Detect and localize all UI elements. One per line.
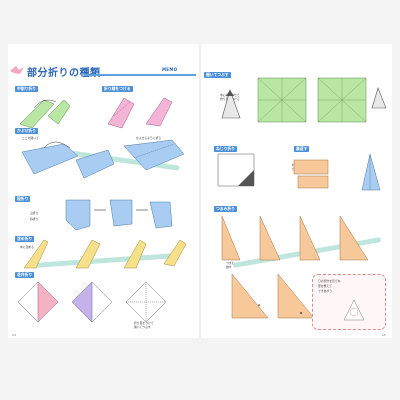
memo-line-2: 形を整えて: [318, 284, 332, 288]
page-title: 部分折りの種類: [27, 68, 101, 79]
fold-diagram-r1: [221, 77, 387, 123]
note-pinch: つまむ: [226, 261, 235, 265]
right-folio: 15: [382, 333, 386, 337]
step-marker-b: B: [300, 311, 303, 315]
fold-diagram-5: [17, 281, 167, 323]
step-marker-a: A: [258, 303, 261, 307]
finished-model-icon: [343, 299, 365, 321]
memo-line-1: 〇の部分を見てね: [318, 279, 341, 283]
pink-paper-crane-icon: [10, 66, 24, 74]
note-mountain-fold: 山折り: [30, 211, 39, 215]
left-folio: 14: [12, 333, 16, 337]
note-tilt: 倒す: [226, 265, 232, 269]
section-label-pinch-fold: つまみ折り: [214, 206, 237, 212]
page-gutter: [199, 44, 201, 338]
left-page-header: 部分折りの種類 MEMO: [10, 64, 196, 79]
memo-line-3: できあがり: [318, 289, 332, 293]
section-label-sink-fold: 沈め折り: [15, 236, 35, 242]
fold-diagram-r3: [221, 215, 369, 261]
fold-diagram-1a: [19, 99, 71, 129]
title-tag: MEMO: [162, 67, 178, 72]
section-label-outside-reverse-fold: かぶせ折り: [15, 128, 38, 134]
section-label-crease: 折り線をつける: [102, 86, 133, 92]
fold-diagram-1b: [107, 97, 173, 129]
title-rule: [84, 74, 196, 76]
note-crease-first: 折り目をつけて: [134, 321, 154, 325]
section-label-open-squash: 開いてつぶす: [204, 72, 231, 78]
note-cover-fold: かぶせるように折る: [136, 136, 162, 140]
section-label-pleat-fold: 段折り: [15, 196, 31, 202]
section-label-inside-reverse-fold: 中割り折り: [15, 86, 38, 92]
fold-diagram-3: [65, 199, 173, 231]
note-open-squash: 開いてつぶす: [134, 325, 151, 329]
memo-bubble: [312, 274, 386, 330]
note-open-here: ここを開いて: [22, 136, 39, 140]
note-valley-fold: 谷折り: [30, 217, 39, 221]
section-label-turn-over: 裏返す: [294, 146, 310, 152]
section-label-twist-fold: ねじり折り: [214, 146, 237, 152]
fold-diagram-r4: [231, 273, 315, 319]
section-label-petal-fold: 花弁折り: [15, 272, 35, 278]
fold-diagram-2: [21, 139, 185, 179]
note-sink-inside: 中に沈める: [20, 245, 34, 249]
fold-diagram-4: [23, 239, 187, 269]
fold-diagram-r2: [217, 153, 381, 191]
